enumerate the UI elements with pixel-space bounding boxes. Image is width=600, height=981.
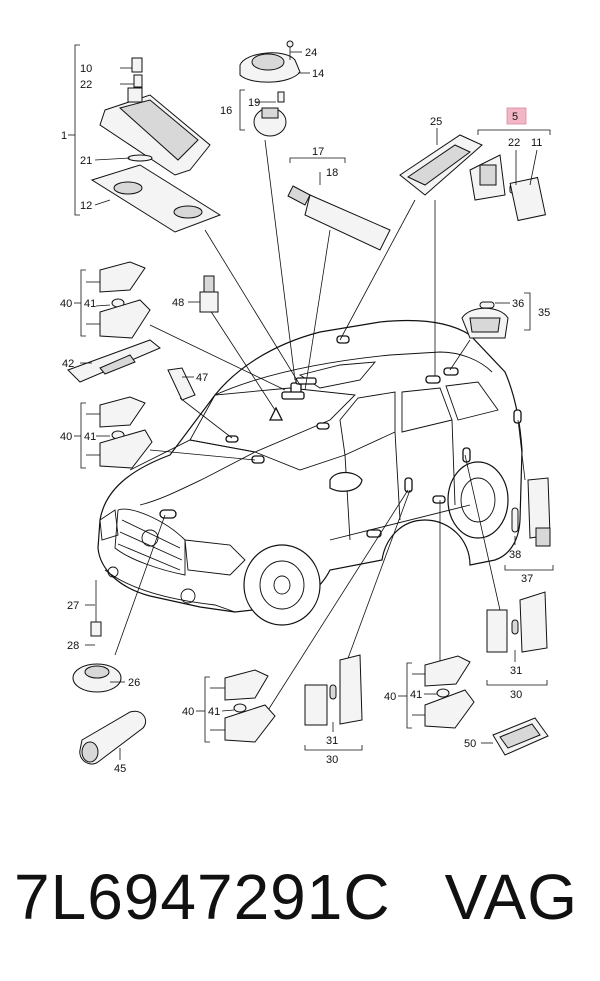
callout-21: 21 xyxy=(80,155,92,167)
part-number: 7L6947291C xyxy=(14,861,391,933)
callout-38: 38 xyxy=(509,549,521,561)
part-40-switch-br xyxy=(424,655,475,729)
callout-lines xyxy=(68,44,554,760)
callout-11: 11 xyxy=(531,137,542,149)
part-40-switch-top xyxy=(99,261,151,339)
callout-45: 45 xyxy=(114,763,126,775)
callout-42: 42 xyxy=(62,358,74,370)
callout-48: 48 xyxy=(172,297,184,309)
callout-31-right: 31 xyxy=(510,665,522,677)
part-30-lamp-right xyxy=(486,591,548,653)
car-illustration xyxy=(97,319,523,626)
callout-37: 37 xyxy=(521,573,533,585)
callout-40-bl: 40 xyxy=(182,706,194,718)
callout-18: 18 xyxy=(326,167,338,179)
callout-14: 14 xyxy=(312,68,324,80)
part-37-lamp xyxy=(511,477,551,547)
part-50-lamp xyxy=(492,717,549,756)
callout-41-top: 41 xyxy=(84,298,96,310)
leader-lines xyxy=(114,139,526,716)
callout-35: 35 xyxy=(538,307,550,319)
part-5-lamp xyxy=(469,154,547,222)
callout-28: 28 xyxy=(67,640,79,652)
callout-1: 1 xyxy=(61,130,67,142)
part-48-bulb xyxy=(199,275,219,313)
callout-16: 16 xyxy=(220,105,232,117)
part-25-reading-light xyxy=(399,134,483,196)
part-40-switch-bl xyxy=(224,669,276,743)
callout-40-top: 40 xyxy=(60,298,72,310)
callout-25: 25 xyxy=(430,116,442,128)
part-35-lamp xyxy=(461,301,509,339)
part-18-module xyxy=(287,185,391,251)
part-number-caption: 7L6947291C VAG xyxy=(14,860,594,934)
callout-41-br: 41 xyxy=(410,689,422,701)
callout-36: 36 xyxy=(512,298,524,310)
part-42-bracket xyxy=(67,339,161,383)
callout-41-mid: 41 xyxy=(84,431,96,443)
part-1-interior-light xyxy=(90,57,222,233)
callout-labels: 1 10 22 21 12 24 14 16 19 17 18 25 5 22 … xyxy=(60,47,550,775)
callout-31-mid: 31 xyxy=(326,735,338,747)
callout-50: 50 xyxy=(464,738,476,750)
callout-40-mid: 40 xyxy=(60,431,72,443)
part-40-switch-mid xyxy=(99,396,153,469)
callout-19: 19 xyxy=(248,97,260,109)
callout-10: 10 xyxy=(80,63,92,75)
part-30-lamp-mid xyxy=(304,654,363,726)
callout-40-br: 40 xyxy=(384,691,396,703)
callout-22-right: 22 xyxy=(508,137,520,149)
callout-47: 47 xyxy=(196,372,208,384)
callout-30-right: 30 xyxy=(510,689,522,701)
callout-26: 26 xyxy=(128,677,140,689)
callout-24: 24 xyxy=(305,47,317,59)
callout-5-highlight xyxy=(506,107,527,125)
part-47-clip xyxy=(167,367,196,401)
part-14-speaker xyxy=(239,40,301,83)
part-26-lamp xyxy=(72,580,122,693)
callout-17: 17 xyxy=(312,146,324,158)
callout-41-bl: 41 xyxy=(208,706,220,718)
callout-5: 5 xyxy=(512,111,518,123)
part-16-sensor xyxy=(253,91,287,137)
part-45-socket xyxy=(79,710,147,765)
callout-27: 27 xyxy=(67,600,79,612)
callout-22: 22 xyxy=(80,79,92,91)
brand-name: VAG xyxy=(444,861,578,933)
callout-30-mid: 30 xyxy=(326,754,338,766)
callout-12: 12 xyxy=(80,200,92,212)
